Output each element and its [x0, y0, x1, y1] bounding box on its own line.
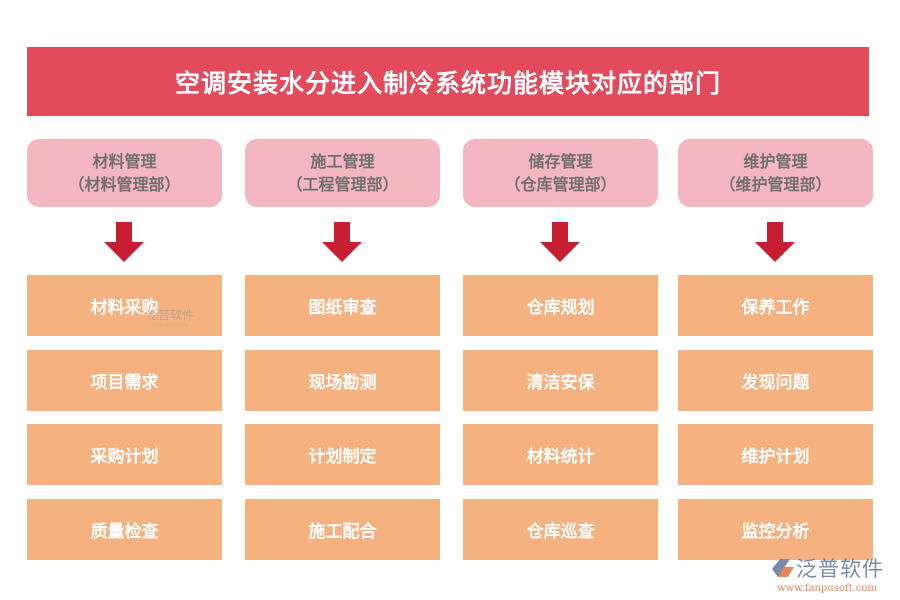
function-label: 保养工作 — [741, 298, 810, 318]
module-name: 材料管理 — [92, 152, 157, 171]
down-arrow-icon — [322, 222, 362, 262]
function-box: 施工配合 — [245, 499, 440, 560]
fanpu-logo: 泛普软件 www.fanpusoft.com — [770, 553, 884, 594]
function-label: 维护计划 — [741, 447, 810, 467]
department-header: 储存管理 （仓库管理部） — [463, 139, 658, 207]
diagram-title: 空调安装水分进入制冷系统功能模块对应的部门 — [27, 47, 869, 116]
function-label: 仓库规划 — [526, 298, 595, 318]
watermark-brand: 泛普软件 — [146, 308, 195, 322]
logo-brand: 泛普软件 — [796, 557, 884, 581]
function-box: 计划制定 — [245, 424, 440, 485]
function-label: 监控分析 — [741, 522, 810, 542]
function-box: 保养工作 — [678, 275, 873, 336]
down-arrow-icon — [540, 222, 580, 262]
function-box: 项目需求 — [27, 350, 222, 411]
function-box: 监控分析 — [678, 499, 873, 560]
function-box: 质量检查 — [27, 499, 222, 560]
function-label: 材料统计 — [526, 447, 595, 467]
function-box: 清洁安保 — [463, 350, 658, 411]
function-box: 仓库规划 — [463, 275, 658, 336]
function-box: 采购计划 — [27, 424, 222, 485]
department-name: （工程管理部） — [286, 175, 399, 194]
function-label: 现场勘测 — [308, 373, 377, 393]
function-box: 现场勘测 — [245, 350, 440, 411]
function-label: 质量检查 — [90, 522, 159, 542]
department-name: （维护管理部） — [719, 175, 832, 194]
function-label: 计划制定 — [308, 447, 377, 467]
function-box: 仓库巡查 — [463, 499, 658, 560]
department-header: 维护管理 （维护管理部） — [678, 139, 873, 207]
function-label: 项目需求 — [90, 373, 159, 393]
down-arrow-icon — [755, 222, 795, 262]
department-header: 材料管理 （材料管理部） — [27, 139, 222, 207]
department-header: 施工管理 （工程管理部） — [245, 139, 440, 207]
department-name: （材料管理部） — [68, 175, 181, 194]
function-box: 维护计划 — [678, 424, 873, 485]
function-label: 发现问题 — [741, 373, 810, 393]
module-name: 维护管理 — [743, 152, 808, 171]
function-label: 仓库巡查 — [526, 522, 595, 542]
function-box: 发现问题 — [678, 350, 873, 411]
watermark-sub: FANPU SOFTWARE — [151, 323, 189, 328]
function-box: 图纸审查 — [245, 275, 440, 336]
fanpu-logo-icon — [772, 559, 794, 577]
logo-url: www.fanpusoft.com — [777, 583, 877, 594]
module-name: 施工管理 — [310, 152, 375, 171]
function-label: 施工配合 — [308, 522, 377, 542]
function-box: 材料采购 — [27, 275, 222, 336]
down-arrow-icon — [104, 222, 144, 262]
function-label: 清洁安保 — [526, 373, 595, 393]
department-name: （仓库管理部） — [504, 175, 617, 194]
function-box: 材料统计 — [463, 424, 658, 485]
function-label: 采购计划 — [90, 447, 159, 467]
module-name: 储存管理 — [528, 152, 593, 171]
function-label: 图纸审查 — [308, 298, 377, 318]
watermark-small: 泛普软件 FANPU SOFTWARE — [146, 306, 194, 328]
function-label: 材料采购 — [90, 298, 159, 318]
